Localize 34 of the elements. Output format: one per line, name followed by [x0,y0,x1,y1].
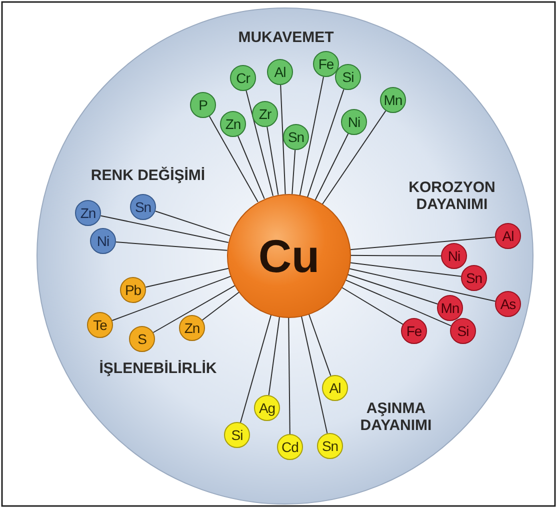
connector-line [322,110,386,205]
connector-line [348,262,462,277]
connector-line [299,76,324,196]
connector-line [307,88,344,198]
connector-line [308,312,332,376]
connector-line [238,136,265,200]
category-label: AŞINMA DAYANIMI [359,400,433,434]
connector-line [145,268,229,288]
category-label: İŞLENEBİLİRLİK [99,360,217,377]
connector-line [152,284,236,333]
connector-line [344,278,452,326]
connector-line [347,268,496,302]
category-label: MUKAVEMET [238,29,334,46]
connector-line [346,274,438,304]
connector-line [116,242,228,251]
connector-line [246,90,274,196]
connector-line [154,210,231,236]
connector-line [348,236,496,250]
connector-line [208,116,258,202]
connector-line [240,313,272,423]
connector-line [348,254,442,256]
connector-line [300,314,328,434]
connector-line [100,215,229,243]
category-label: KOROZYON DAYANIMI [408,179,496,213]
connector-line [288,316,290,434]
connector-line [112,276,232,321]
connector-line [266,126,279,196]
connector-line [202,291,240,321]
connector-line [292,150,296,195]
connector-line [314,133,349,201]
connector-line [340,286,404,325]
connector-line [268,314,280,396]
category-label: RENK DEĞİŞİMİ [90,167,206,184]
connector-line [280,84,286,195]
